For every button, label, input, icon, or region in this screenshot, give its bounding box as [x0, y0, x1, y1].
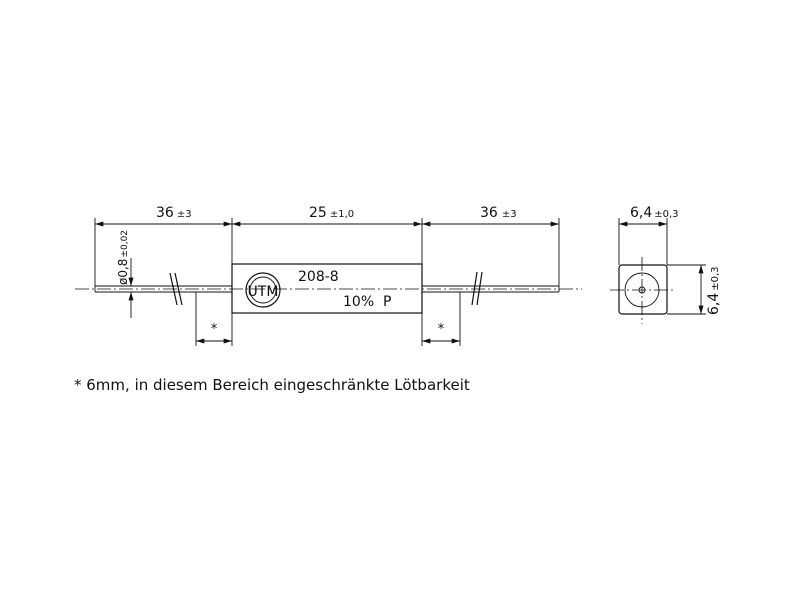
side-view: UTM 208-8 10% P 36±3 25±1,0 36±3 ø0,8±0,… — [75, 205, 582, 346]
utm-logo: UTM — [245, 272, 281, 308]
resistor-body — [231, 263, 423, 314]
body-height-label: 6,4±0,3 — [706, 266, 722, 315]
left-lead — [94, 285, 232, 293]
break-mark-left — [169, 272, 183, 306]
restricted-mark-right: * — [438, 322, 445, 337]
body-length-label: 25±1,0 — [309, 205, 354, 221]
svg-text:UTM: UTM — [248, 284, 279, 300]
right-lead-label: 36±3 — [480, 205, 517, 221]
type-marking: 208-8 — [298, 269, 339, 285]
left-lead-label: 36±3 — [156, 205, 192, 221]
wire-diameter-label: ø0,8±0,02 — [116, 230, 130, 285]
footnote: * 6mm, in diesem Bereich eingeschränkte … — [74, 376, 470, 394]
right-lead — [422, 285, 560, 293]
end-view: 6,4±0,3 6,4±0,3 — [610, 205, 722, 324]
restricted-mark-left: * — [211, 322, 218, 337]
body-width-label: 6,4±0,3 — [630, 205, 679, 221]
break-mark-right — [471, 271, 483, 306]
tolerance-marking: 10% P — [343, 294, 391, 310]
body-cross-section — [618, 264, 668, 315]
